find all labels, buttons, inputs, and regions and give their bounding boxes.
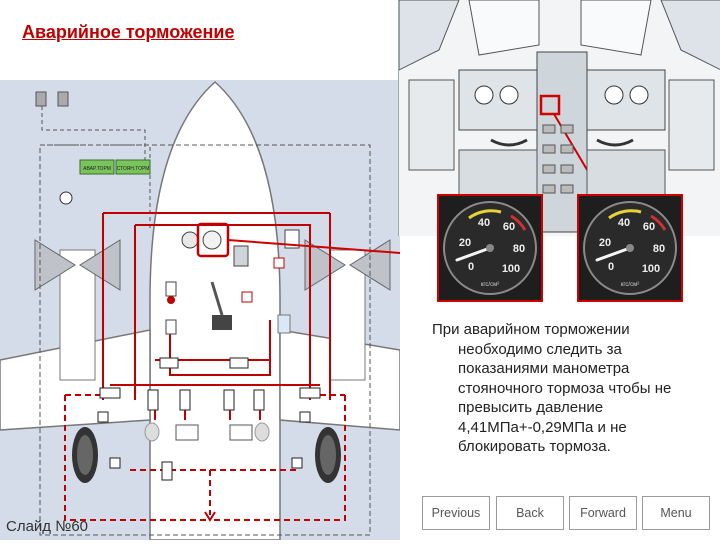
slide-title: Аварийное торможение — [22, 22, 235, 42]
brake-scheme-drawing: АВАР.ТОРМ СТОЯН.ТОРМ — [0, 80, 441, 541]
instruction-paragraph: При аварийном торможении необходимо след… — [432, 321, 672, 455]
pressure-gauge-dial-right: 40 60 20 80 0 100 кгс/см² — [579, 196, 681, 300]
gauge-label: 20 — [599, 237, 611, 249]
back-button[interactable]: Back — [496, 496, 564, 530]
gauge-label: 40 — [618, 217, 630, 229]
scheme-box-left-label: АВАР.ТОРМ — [83, 166, 111, 172]
gauge-label: 60 — [503, 221, 515, 233]
gauge-label: 80 — [653, 243, 665, 255]
gauge-closeup-left: 40 60 20 80 0 100 кгс/см² — [437, 194, 543, 302]
gauge-closeup-right: 40 60 20 80 0 100 кгс/см² — [577, 194, 683, 302]
gauge-label: 40 — [478, 217, 490, 229]
gauge-label: 100 — [502, 263, 520, 275]
gauge-label: 0 — [608, 261, 614, 273]
slide-body-text: При аварийном торможении необходимо след… — [432, 320, 702, 457]
scheme-box-right-label: СТОЯН.ТОРМ — [117, 166, 150, 172]
gauge-unit: кгс/см² — [481, 282, 499, 288]
slide-number: Слайд №60 — [6, 518, 89, 535]
menu-button[interactable]: Menu — [642, 496, 710, 530]
gauge-label: 80 — [513, 243, 525, 255]
gauge-unit: кгс/см² — [621, 282, 639, 288]
brake-scheme: АВАР.ТОРМ СТОЯН.ТОРМ — [0, 80, 441, 541]
previous-button[interactable]: Previous — [422, 496, 490, 530]
gauge-label: 20 — [459, 237, 471, 249]
gauge-label: 60 — [643, 221, 655, 233]
forward-button[interactable]: Forward — [569, 496, 637, 530]
gauge-label: 100 — [642, 263, 660, 275]
gauge-label: 0 — [468, 261, 474, 273]
pressure-gauge-dial-left: 40 60 20 80 0 100 кгс/см² — [439, 196, 541, 300]
